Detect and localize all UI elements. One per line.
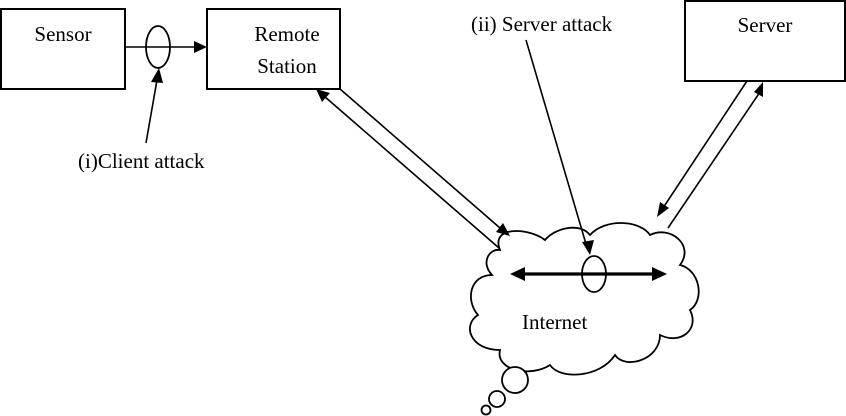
- client-attack-pointer-arrowhead: [151, 68, 163, 83]
- server-attack-pointer-line: [525, 39, 587, 245]
- client-attack-label: (i)Client attack: [78, 149, 205, 173]
- sensor-label: Sensor: [34, 22, 91, 46]
- internet-label: Internet: [522, 310, 587, 334]
- internet-traffic-arrowhead-left: [510, 267, 525, 281]
- internet-to-station-line: [339, 88, 501, 229]
- remote-station-node: Remote Station: [206, 8, 341, 90]
- server-to-internet-line: [662, 80, 748, 209]
- station-link-arrowhead-down: [496, 223, 510, 236]
- remote-station-label-line1: Remote: [254, 22, 319, 46]
- sensor-box: [0, 8, 126, 90]
- internet-to-server-line: [667, 91, 761, 229]
- remote-station-label-line2: Station: [257, 54, 317, 78]
- server-label: Server: [738, 13, 793, 37]
- sensor-to-station-arrow: [125, 41, 207, 53]
- thought-bubble-medium: [488, 390, 506, 408]
- thought-bubble-small: [480, 404, 492, 416]
- thought-bubble-large: [501, 366, 529, 394]
- server-attack-pointer: [525, 39, 594, 255]
- station-link-arrowhead-up: [316, 89, 330, 102]
- internet-traffic-arrowhead-right: [652, 267, 667, 281]
- server-attack-intercept-ellipse: [581, 255, 607, 293]
- server-link-arrowhead-down: [657, 202, 669, 217]
- server-attack-pointer-arrowhead: [582, 240, 594, 255]
- station-internet-link: [316, 88, 510, 249]
- server-link-arrowhead-up: [754, 82, 763, 97]
- client-attack-pointer: [145, 68, 163, 144]
- station-to-internet-outgoing-line: [323, 95, 500, 249]
- server-node: Server: [684, 0, 846, 82]
- client-attack-intercept-ellipse: [145, 25, 171, 69]
- server-attack-label: (ii) Server attack: [471, 12, 613, 36]
- internet-cloud: Internet: [469, 222, 700, 416]
- client-attack-pointer-line: [145, 79, 158, 144]
- server-box: [684, 0, 846, 82]
- server-internet-link: [657, 80, 763, 229]
- cloud-shape: [469, 222, 700, 376]
- sensor-node: Sensor: [0, 8, 126, 90]
- internet-traffic-arrow: [510, 267, 667, 281]
- remote-station-box: [206, 8, 341, 90]
- sensor-to-station-arrowhead: [194, 41, 207, 53]
